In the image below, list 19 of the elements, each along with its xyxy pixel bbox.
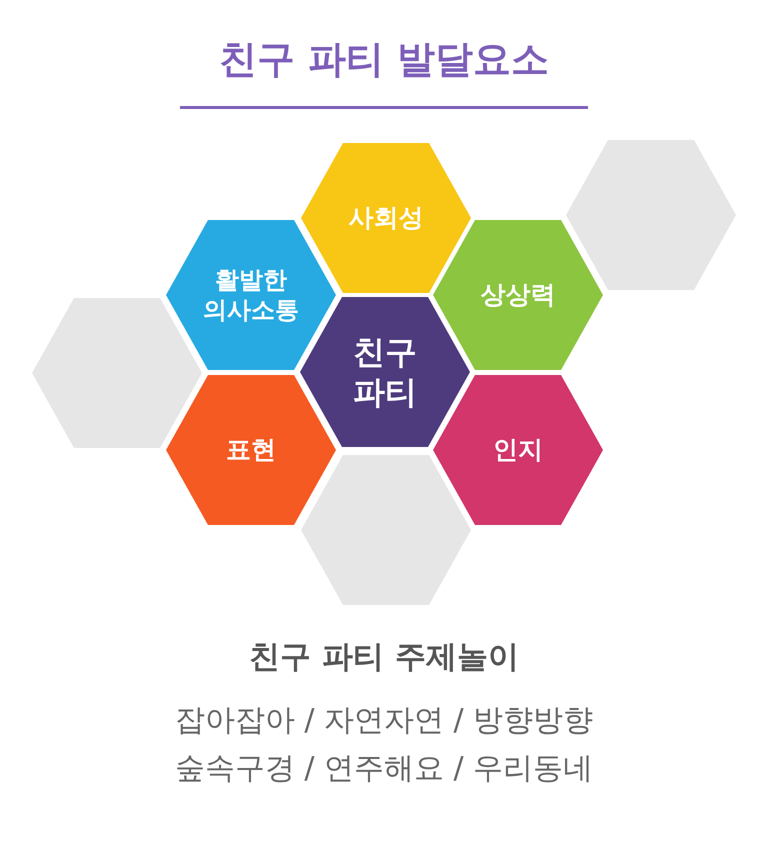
hexagon-label: 사회성 [348,202,424,234]
hexagon-label: 친구 파티 [352,332,418,412]
empty-hexagon [301,455,471,605]
hexagon-label: 상상력 [480,279,556,311]
hexagon-label: 인지 [492,434,544,466]
hexagon-label: 활발한 의사소통 [202,265,300,325]
hexagon-label: 표현 [225,434,277,466]
subtitle: 친구 파티 주제놀이 [248,638,520,677]
activity-list: 숲속구경 / 연주해요 / 우리동네 [0,748,768,789]
hexagon-tile [301,143,471,293]
hexagon-tile [300,297,470,447]
hexagon-tile [433,220,603,370]
title: 친구 파티 발달요소 [218,36,550,83]
empty-hexagon [566,140,736,290]
activity-list: 잡아잡아 / 자연자연 / 방향방향 [0,700,768,741]
hexagon-tile [433,375,603,525]
empty-hexagon [32,298,202,448]
hexagon-tile [166,220,336,370]
hexagon-tile [166,375,336,525]
